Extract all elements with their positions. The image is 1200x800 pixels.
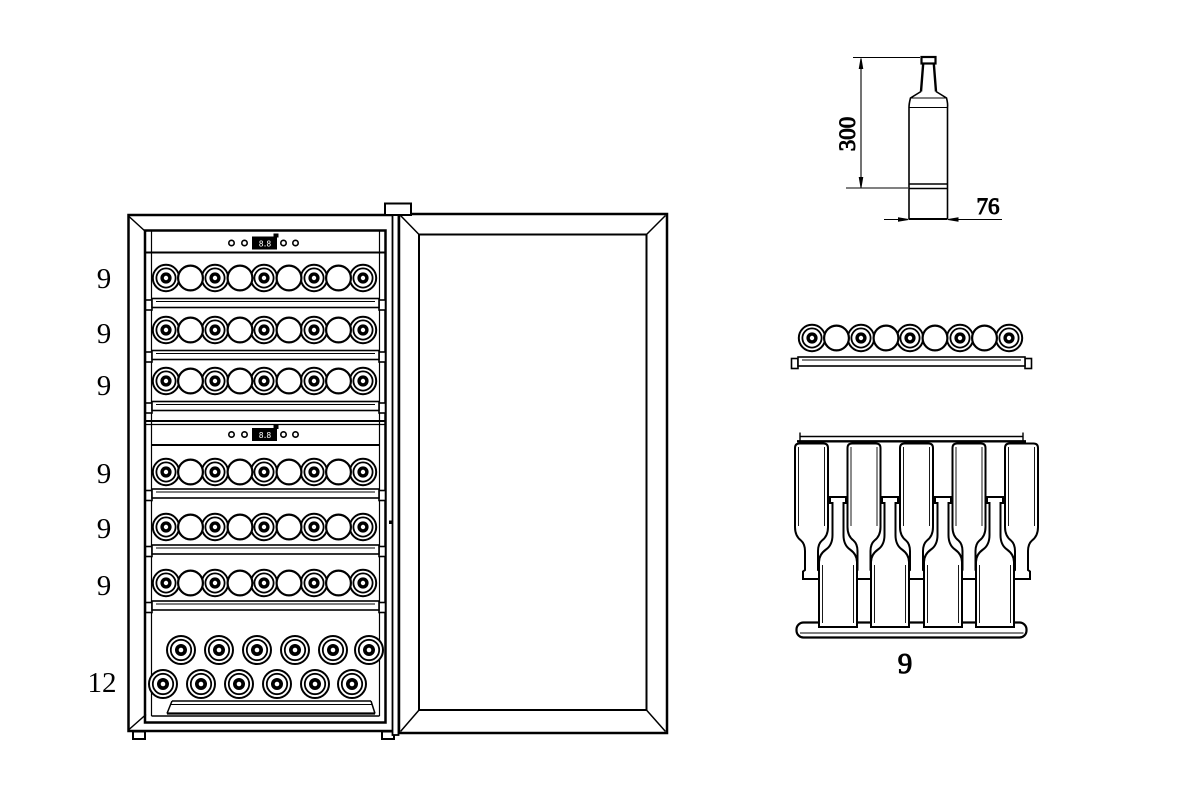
rack-capacity-label: 9 <box>898 648 913 680</box>
bottom-tray <box>166 700 376 715</box>
shelf-side-view-figure <box>790 325 1033 370</box>
bottle-height-label: 300 <box>835 117 860 152</box>
shelf-capacity-label: 9 <box>97 318 112 350</box>
bottle-dimension-figure: 300 76 <box>835 55 1002 222</box>
shelf-capacity-label: 9 <box>97 513 112 545</box>
door-glass-frame <box>418 233 648 711</box>
lower-temperature-display: 8.8 <box>228 424 300 442</box>
shelf-capacity-label: 9 <box>97 570 112 602</box>
shelf-front-view-figure: 9 <box>794 432 1039 681</box>
lower-display-value: 8.8 <box>259 431 272 440</box>
door-edge-strip <box>391 210 400 736</box>
shelf-rail <box>144 488 387 502</box>
shelf-rail <box>144 544 387 558</box>
shelf-capacity-label: 9 <box>97 458 112 490</box>
diameter-dimension-76: 76 <box>884 194 1002 222</box>
shelf-rail <box>144 297 387 311</box>
shelf-rail <box>144 400 387 414</box>
shelf-row <box>153 570 376 596</box>
shelf-rail <box>144 349 387 363</box>
bottom-bottle-section <box>148 635 384 715</box>
door-outer-frame <box>397 212 669 735</box>
shelf-row <box>153 368 376 394</box>
bottom-capacity-label: 12 <box>88 667 117 699</box>
capacity-labels: 9 9 9 9 9 9 12 <box>88 263 117 699</box>
shelf-row <box>153 459 376 485</box>
cabinet-inner-frame <box>143 229 387 724</box>
cabinet-foot-left <box>132 730 146 740</box>
door-catch <box>389 520 393 524</box>
shelf-rail <box>144 600 387 614</box>
height-dimension-300: 300 <box>835 56 920 189</box>
shelf-capacity-label: 9 <box>97 370 112 402</box>
shelf-row <box>153 317 376 343</box>
door-hinge <box>384 202 412 216</box>
bottle-cap <box>920 55 937 65</box>
shelf-capacity-label: 9 <box>97 263 112 295</box>
shelf-row <box>153 514 376 540</box>
upper-temperature-display: 8.8 <box>228 232 300 251</box>
bottle-diameter-label: 76 <box>977 194 1000 219</box>
cabinet-front-view <box>127 213 399 740</box>
upper-display-value: 8.8 <box>259 240 272 249</box>
cabinet-door-open <box>384 202 669 736</box>
shelf-row <box>153 265 376 291</box>
